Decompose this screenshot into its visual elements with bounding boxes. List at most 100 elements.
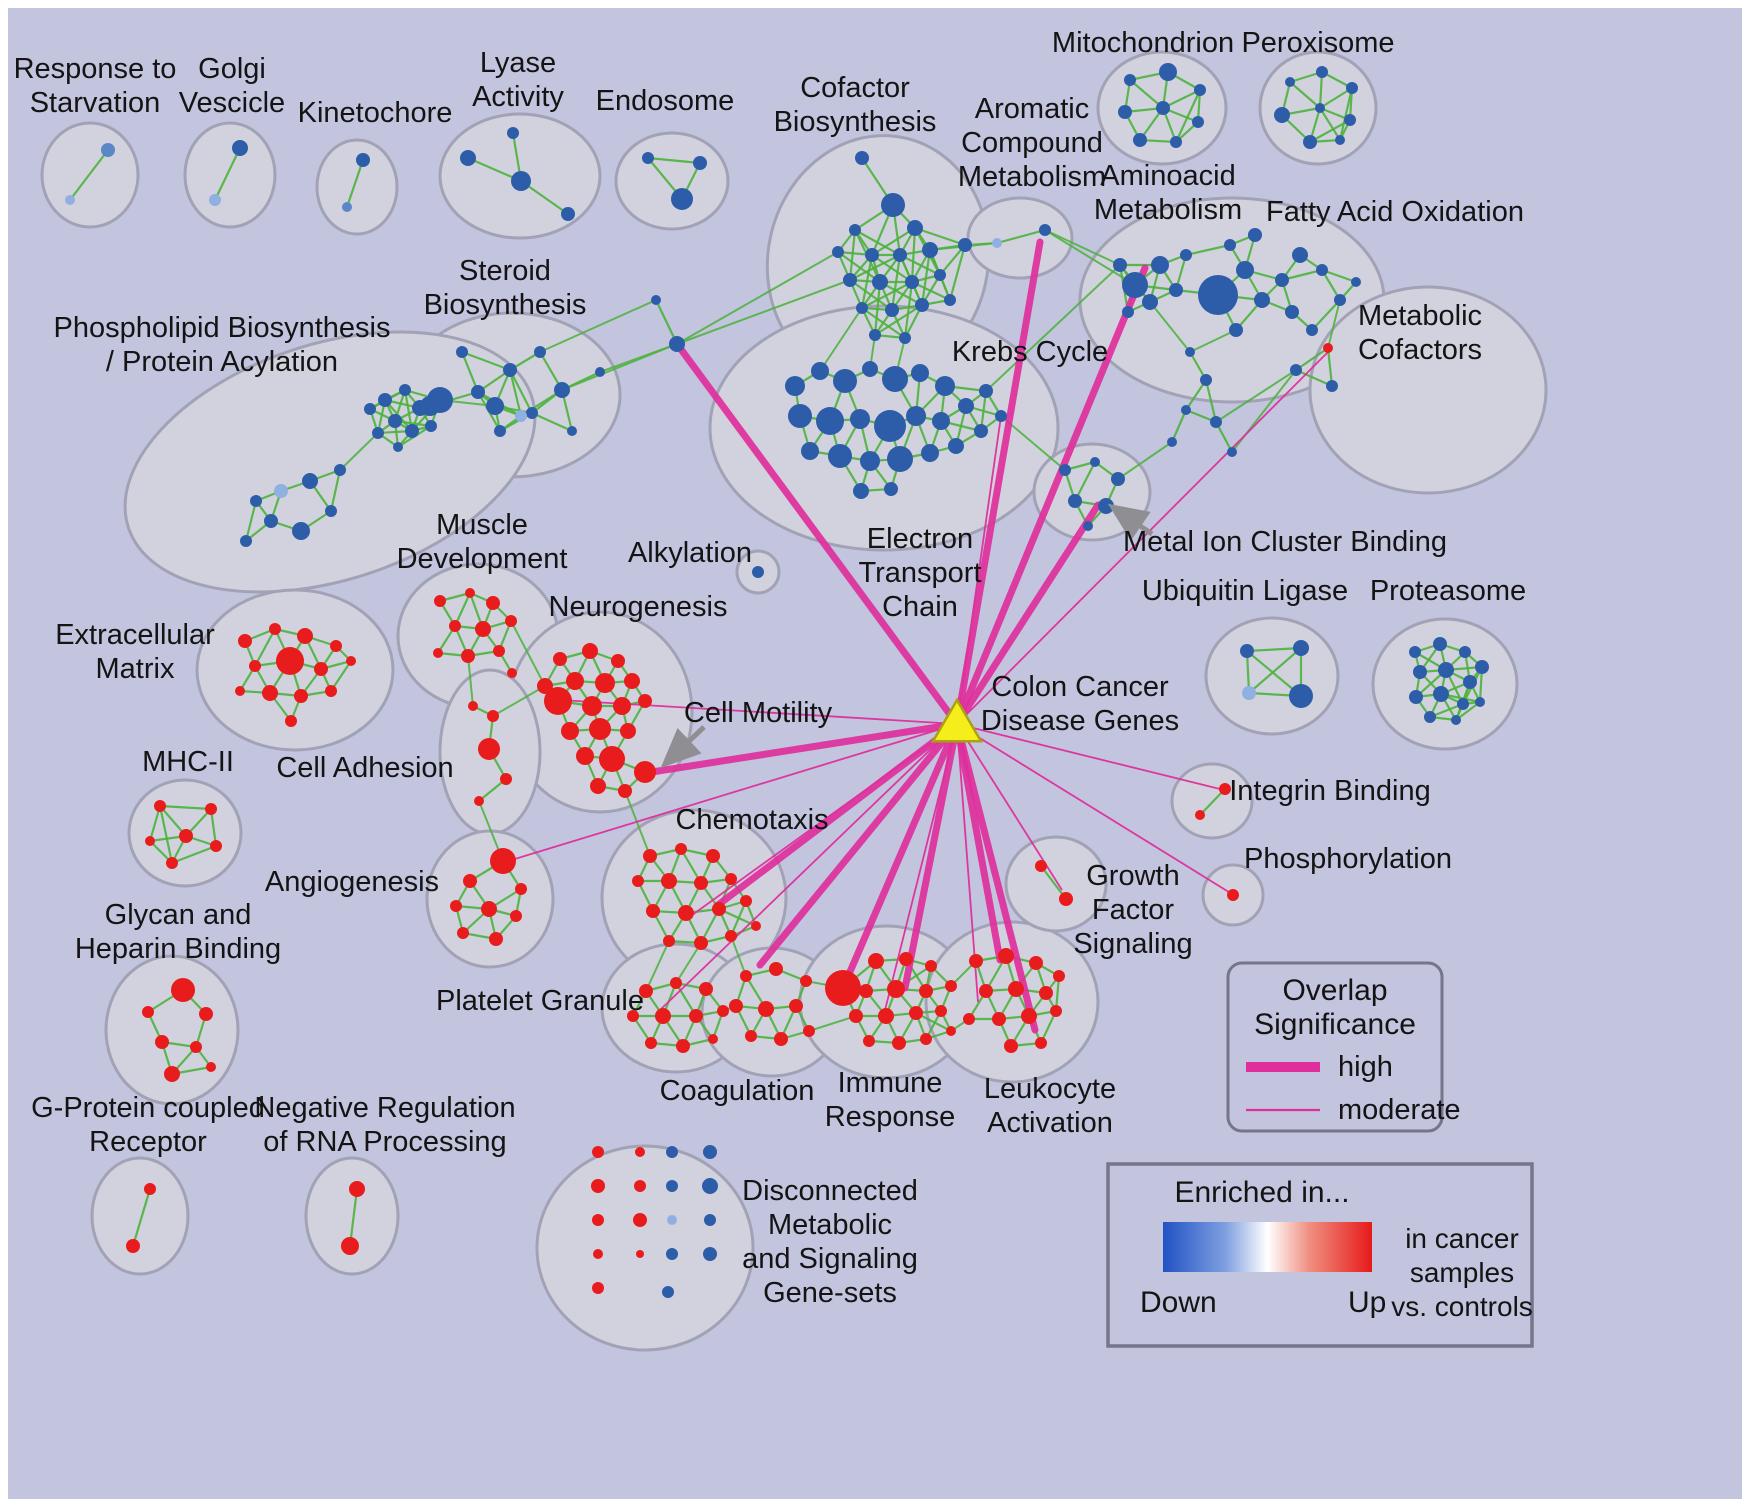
gene-set-node [1316,264,1328,276]
gene-set-edge [1319,87,1353,109]
gene-set-node [905,275,919,289]
gene-set-node [712,902,726,916]
gene-set-node [946,1026,956,1036]
gene-set-node [909,1006,923,1020]
gene-set-edge [330,660,352,692]
gene-set-edge [159,804,212,811]
gene-set-node [613,697,631,715]
gene-set-node [487,710,499,722]
gene-set-edge [655,299,678,345]
gene-set-node [592,1146,604,1158]
gene-set-node [1192,116,1204,128]
gene-set-node [948,438,964,454]
gene-set-node [209,194,221,206]
enrichment-gradient-bar [1163,1222,1372,1272]
gene-set-node [800,975,812,987]
gene-set-node [868,953,884,969]
overlap-edge-moderate [956,415,1002,725]
gene-set-node [1118,105,1132,119]
gene-set-node [567,426,577,436]
gene-set-node [1059,464,1071,476]
gene-set-node [1306,324,1318,336]
gene-set-edge [1321,268,1357,284]
gene-set-edge [1246,646,1302,653]
gene-set-node [995,410,1007,422]
gene-set-node [474,796,484,806]
gene-set-node [992,238,1002,248]
gene-set-node [471,385,485,399]
gene-set-node [205,803,217,815]
cluster-label-mitochondrion: Mitochondrion [1052,27,1234,59]
cluster-label-chemotaxis: Chemotaxis [675,804,828,836]
gene-set-node [210,840,222,852]
gene-set-edge [1248,647,1302,694]
gene-set-node [699,982,713,996]
gene-set-node [803,1025,815,1037]
gene-set-node [155,1035,169,1049]
gene-set-node [944,294,956,306]
gene-set-node [703,1145,717,1159]
gene-set-node [591,1179,605,1193]
gene-set-node [676,1039,690,1053]
gene-set-node [456,346,468,358]
gene-set-node [1274,107,1290,123]
gene-set-node [646,904,660,918]
gene-set-node [703,1247,717,1261]
cluster-label-phospholipid-biosynthesis-protein-acylation: Phospholipid Biosynthesis/ Protein Acyla… [54,312,391,378]
gene-set-edge [131,1188,152,1247]
gene-set-node [1409,690,1423,704]
gene-set-node [666,1180,678,1192]
gene-set-node [250,495,262,507]
colon-cancer-hub-triangle [930,697,984,743]
gene-set-edge [1311,299,1341,331]
gene-set-node [388,414,402,428]
cluster-ellipse-kinetochore [315,138,399,236]
gene-set-node [589,718,611,740]
gene-set-node [1242,686,1256,700]
gene-set-node [1035,1037,1047,1049]
layer-arrows [660,503,1154,769]
gene-set-edge [848,229,857,281]
gene-set-edge [461,350,511,372]
overlap-edge-moderate [659,723,958,1011]
gene-set-node [262,685,278,701]
gene-set-node [979,984,993,998]
gene-set-node [670,977,682,989]
gene-set-node [669,336,685,352]
gene-set-edge [348,1188,359,1247]
gene-set-node [1303,135,1317,149]
gene-set-node [475,621,491,637]
cluster-ellipse-golgi-vescicle [183,121,277,229]
gene-set-node [595,367,605,377]
gene-set-node [925,960,937,972]
gene-set-node [590,778,606,794]
gene-set-node [1111,472,1125,486]
gene-set-node [164,1066,180,1082]
gene-set-node [65,195,75,205]
gene-set-edge [254,628,276,667]
gene-set-node [704,1214,716,1226]
gene-set-node [1053,970,1065,982]
inter-cluster-edge [1327,299,1341,349]
gene-set-edge [837,251,881,283]
inter-cluster-edge [985,264,1121,392]
gene-set-node [1159,63,1177,81]
gene-set-node [510,910,522,922]
gene-set-node [717,1005,729,1017]
gene-set-node [907,220,923,236]
gene-set-node [1438,662,1454,678]
gene-set-edge [874,304,923,336]
gene-set-node [554,382,570,398]
cluster-ellipse-proteasome [1371,617,1519,751]
cluster-label-kinetochore: Kinetochore [298,97,453,129]
gene-set-node [1227,447,1237,457]
overlap-legend-box [1226,961,1444,1133]
inter-cluster-edge [492,685,546,717]
